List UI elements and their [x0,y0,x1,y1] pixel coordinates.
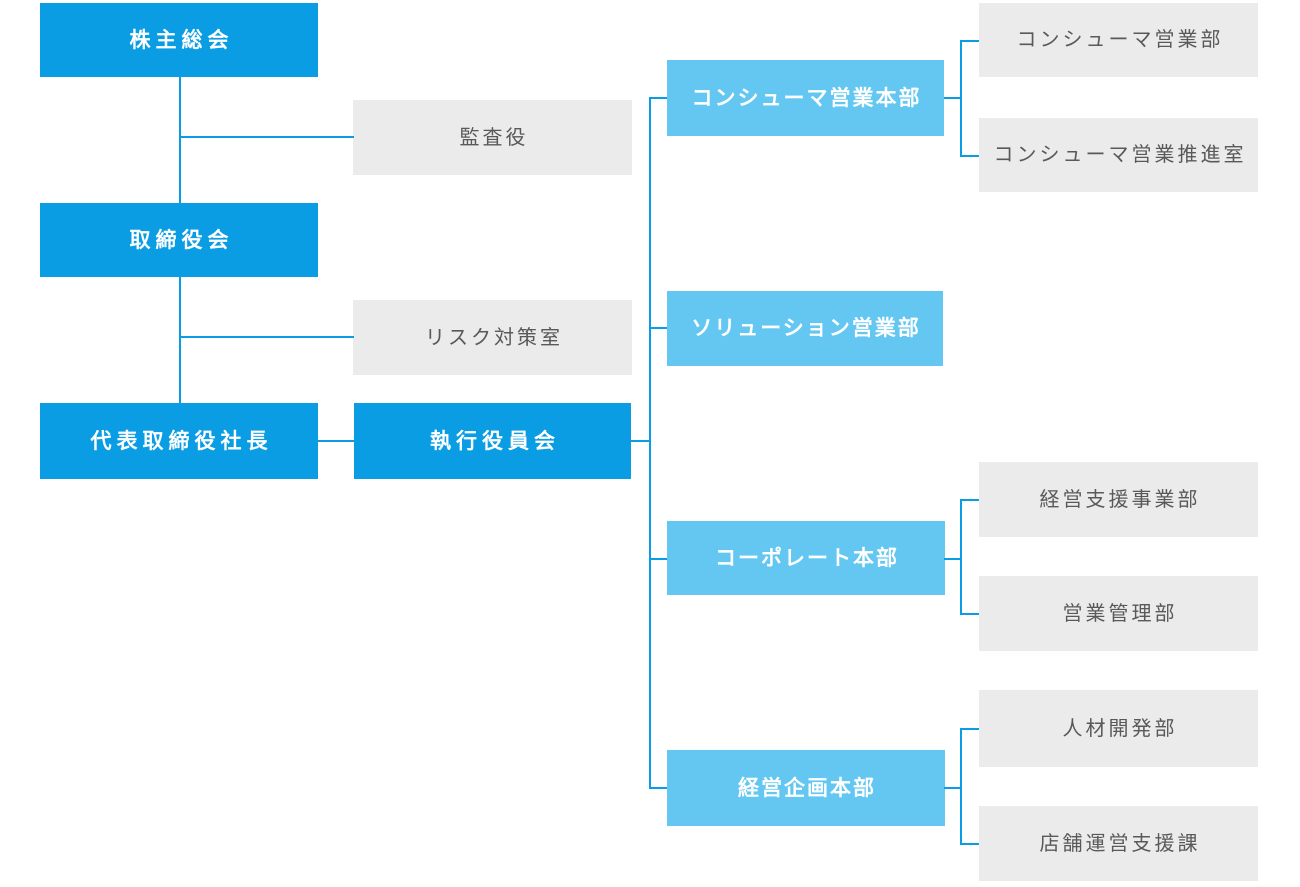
node-executive-officers-board: 執行役員会 [354,403,631,479]
node-hr-development-dept: 人材開発部 [979,690,1258,767]
connector-trunk-consumer-sales-hq [649,97,667,99]
connector-right-trunk [649,97,651,789]
connector-store-operation [960,843,979,845]
connector-branch-risk-office [180,336,354,338]
node-store-operation-support-section: 店舗運営支援課 [979,806,1258,881]
bracket-planning-hq [960,728,962,845]
node-consumer-sales-hq: コンシューマ営業本部 [667,60,944,136]
connector-branch-audit [180,136,354,138]
connector-consumer-sales-dept [960,40,979,42]
node-risk-management-office: リスク対策室 [353,300,632,375]
connector-executive-trunk [631,440,650,442]
node-corporate-planning-hq: 経営企画本部 [667,750,945,826]
node-consumer-sales-promotion-office: コンシューマ営業推進室 [979,118,1258,192]
connector-corporate-hq-bracket [944,558,962,560]
connector-trunk-solution-sales [649,327,667,329]
connector-trunk-corporate-planning [649,787,667,789]
node-shareholders-meeting: 株主総会 [40,3,318,77]
connector-president-executive [318,440,354,442]
node-president: 代表取締役社長 [40,403,318,479]
bracket-consumer-hq [960,40,962,157]
connector-management-support [960,499,979,501]
connector-consumer-hq-bracket [944,97,962,99]
connector-board-president [179,277,181,403]
node-corporate-hq: コーポレート本部 [667,521,945,595]
node-consumer-sales-dept: コンシューマ営業部 [979,3,1258,77]
connector-hr-development [960,728,979,730]
node-management-support-dept: 経営支援事業部 [979,462,1258,537]
connector-consumer-promotion-office [960,155,979,157]
node-board-of-directors: 取締役会 [40,203,318,277]
connector-planning-hq-bracket [944,787,962,789]
connector-trunk-corporate-hq [649,558,667,560]
bracket-corporate-hq [960,499,962,615]
connector-shareholders-board [179,77,181,203]
node-solution-sales-dept: ソリューション営業部 [667,291,943,366]
node-audit: 監査役 [353,100,632,175]
connector-sales-admin [960,613,979,615]
node-sales-admin-dept: 営業管理部 [979,576,1258,651]
